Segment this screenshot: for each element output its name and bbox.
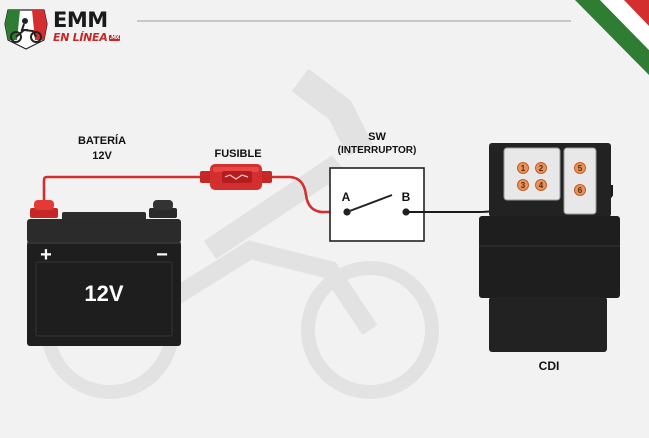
positive-wire-to-switch <box>268 175 347 214</box>
positive-wire <box>42 175 205 212</box>
switch-interrupter <box>329 167 425 242</box>
cdi-pin-label: 2 <box>539 164 544 173</box>
cdi-pin-label: 4 <box>539 181 544 190</box>
battery-title-label: BATERÍA <box>77 135 127 147</box>
fuse <box>200 164 272 190</box>
cdi-pin <box>574 184 586 196</box>
cdi-pin <box>535 162 547 174</box>
cdi-connector-left: 1 2 3 4 <box>517 162 547 191</box>
switch-subtitle-label: (INTERRUPTOR) <box>337 145 417 156</box>
cdi-pin <box>574 162 586 174</box>
cdi-connector-right: 5 6 <box>574 162 586 196</box>
cdi-pin <box>535 179 547 191</box>
battery-face-label: 12V <box>84 281 124 306</box>
switch-title-label: SW <box>368 131 386 143</box>
cdi-module <box>479 143 620 352</box>
switch-terminal-b-label: B <box>401 190 411 204</box>
brand-name: EMM <box>53 8 108 32</box>
cdi-pin <box>517 162 529 174</box>
brand-tld: .MX <box>108 35 121 41</box>
cdi-label: CDI <box>538 359 560 373</box>
cdi-pin-label: 6 <box>578 186 583 195</box>
brand-subtitle: EN LÍNEA.MX <box>53 31 121 44</box>
battery <box>27 200 181 346</box>
motorcycle-rider-logo-icon <box>4 9 48 50</box>
cdi-pin-label: 1 <box>521 164 526 173</box>
brand-subtitle-text: EN LÍNEA <box>53 31 108 44</box>
switch-terminal-a-label: A <box>341 190 351 204</box>
battery-plus-label: + <box>40 244 52 266</box>
cdi-pin-label: 3 <box>521 181 526 190</box>
tricolor-flag-ribbon-icon <box>575 0 649 75</box>
cdi-pin <box>517 179 529 191</box>
battery-voltage-label: 12V <box>92 150 112 162</box>
battery-minus-label: − <box>156 244 168 266</box>
cdi-pin-label: 5 <box>578 164 583 173</box>
fuse-label: FUSIBLE <box>214 148 262 160</box>
